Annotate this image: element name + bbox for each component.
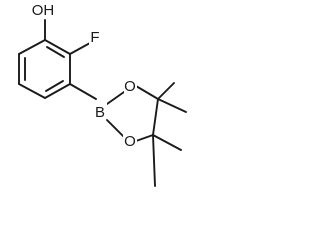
bond-c-b bbox=[69, 83, 97, 100]
dioxaborolane-ring bbox=[106, 85, 159, 142]
ring-bond bbox=[152, 98, 159, 136]
hydroxyl-label: OH bbox=[32, 2, 55, 19]
fluorine-label: F bbox=[90, 29, 99, 46]
oxygen-upper-label: O bbox=[124, 78, 136, 95]
ring-bond bbox=[106, 91, 125, 105]
ring-bond bbox=[106, 119, 125, 138]
ring-bond bbox=[44, 39, 71, 55]
ring-bond bbox=[135, 85, 159, 100]
methyl-bond bbox=[152, 134, 182, 151]
ring-bond bbox=[135, 134, 154, 142]
ring-double-bond bbox=[46, 46, 65, 58]
ring-bond bbox=[44, 83, 71, 99]
methyl-bond bbox=[157, 82, 175, 100]
benzene-ring bbox=[18, 39, 71, 99]
atom-labels: OH F B O O bbox=[32, 1, 137, 150]
ring-double-bond bbox=[45, 80, 64, 92]
oxygen-lower-label: O bbox=[124, 133, 136, 150]
methyl-bond bbox=[157, 98, 187, 113]
ring-bond bbox=[18, 39, 46, 55]
ring-bond bbox=[18, 83, 46, 99]
methyl-bond bbox=[152, 134, 156, 187]
methyl-groups bbox=[152, 82, 187, 187]
boron-label: B bbox=[95, 104, 105, 121]
bond-c-f bbox=[69, 42, 91, 55]
structure-diagram: OH F B O O bbox=[18, 1, 187, 187]
